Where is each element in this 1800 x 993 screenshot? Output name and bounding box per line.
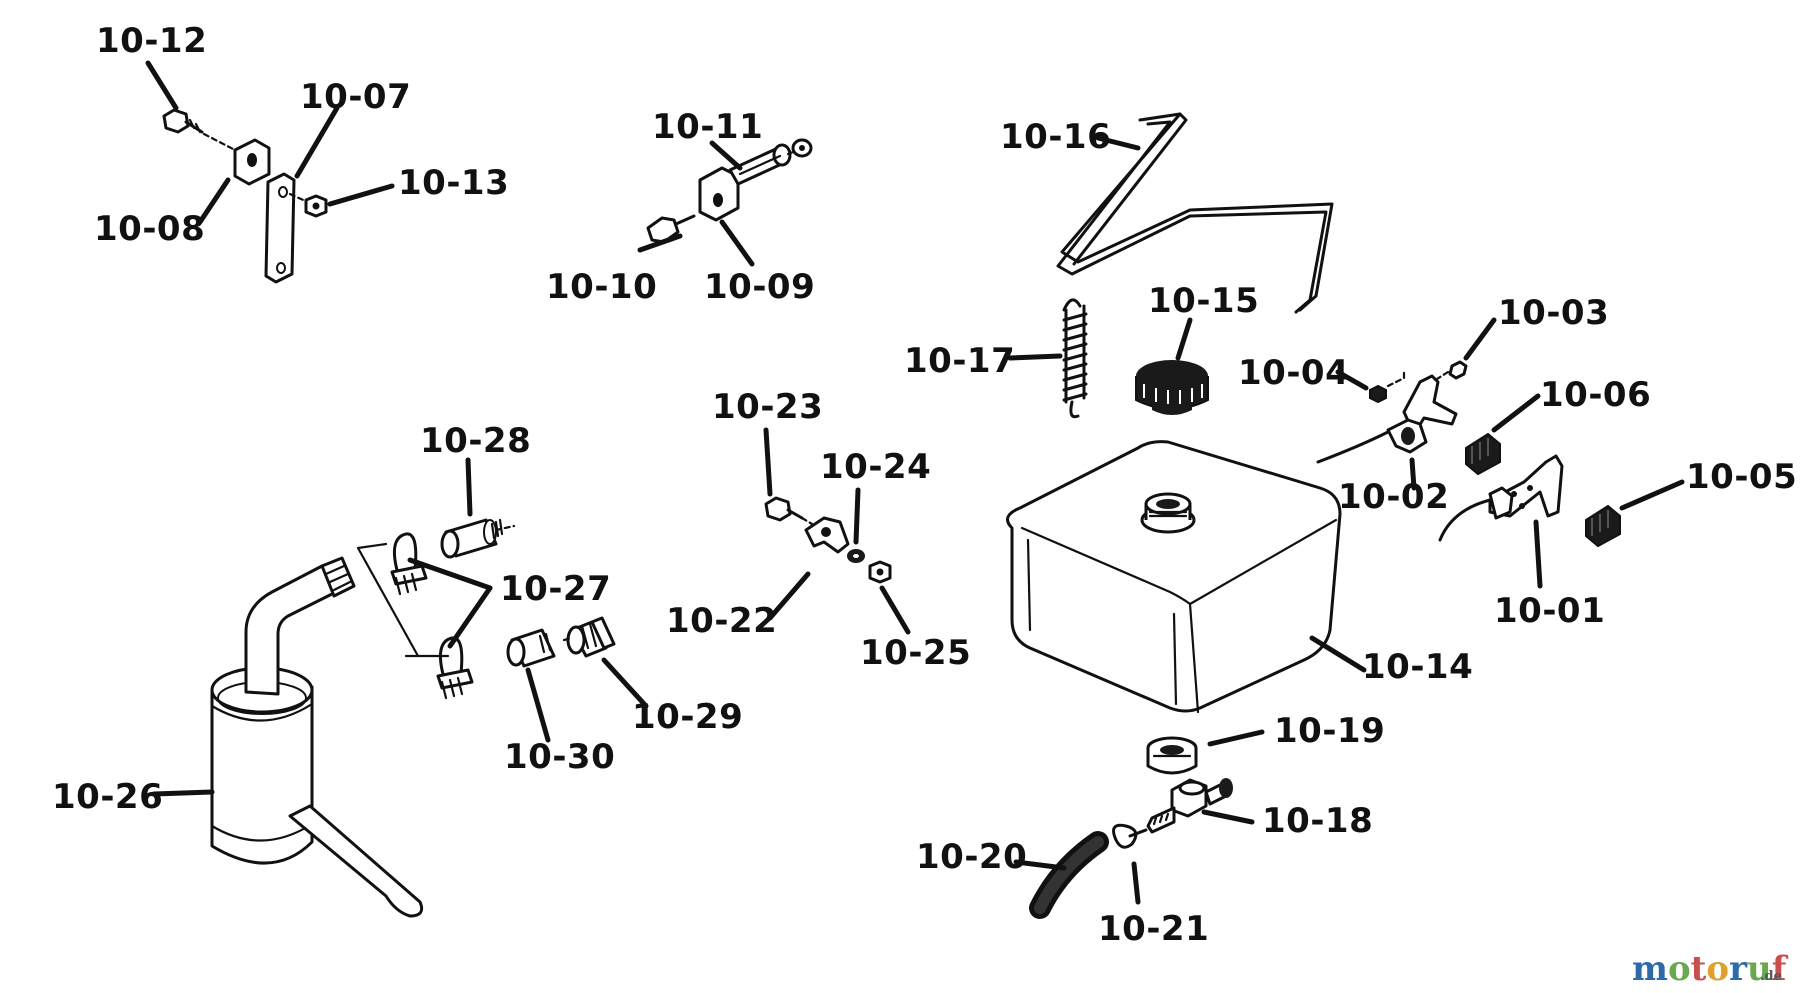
label-10-22: 10-22 [666,601,777,641]
label-10-27: 10-27 [500,569,611,609]
throttle-bracket-10-02-drawing [1316,374,1458,464]
label-10-19: 10-19 [1274,711,1385,751]
fuel-tank-10-14-drawing [1006,440,1367,714]
clip-10-08-drawing [233,138,271,186]
screw-10-12-drawing [162,108,204,134]
spacer-10-11-drawing [728,143,792,186]
label-10-07: 10-07 [300,77,411,117]
tank-neck-drawing [1140,492,1196,534]
washer-drawing [791,138,813,158]
label-10-05: 10-05 [1686,457,1797,497]
nut-10-25-drawing [868,560,892,584]
label-10-10: 10-10 [546,267,657,307]
shutoff-valve-10-18-drawing [1146,778,1233,834]
part-labels: 10-12 10-07 10-13 10-08 10-11 10-10 10-0… [52,21,1797,949]
pipe-nipple-10-30-drawing [506,628,556,668]
label-10-28: 10-28 [420,421,531,461]
spring-10-17-drawing [1062,298,1088,419]
label-10-04: 10-04 [1238,353,1349,393]
label-10-11: 10-11 [652,107,763,147]
screw-10-23-drawing [764,496,804,522]
cable-clamp-group [763,427,911,635]
label-10-17: 10-17 [904,341,1015,381]
label-10-12: 10-12 [96,21,207,61]
fuel-cap-10-15-drawing [1135,317,1209,415]
label-10-29: 10-29 [632,697,743,737]
pipe-fitting-10-29-drawing [566,616,616,658]
label-10-23: 10-23 [712,387,823,427]
label-10-21: 10-21 [1098,909,1209,949]
cable-clamp-10-22-drawing [804,516,850,554]
nut-10-04-drawing [1369,384,1387,404]
washer-10-24-drawing [847,549,865,563]
label-10-18: 10-18 [1262,801,1373,841]
knob-10-05-drawing [1585,504,1621,548]
label-10-02: 10-02 [1338,477,1449,517]
muffler-10-26-drawing [210,556,424,918]
label-10-03: 10-03 [1498,293,1609,333]
screw-10-03-drawing [1448,360,1468,380]
strap-10-07-drawing [264,172,296,284]
svg-text:motoruf: motoruf [1632,949,1789,989]
watermark-logo: motoruf .de [1632,949,1789,989]
label-10-01: 10-01 [1494,591,1605,631]
tank-strap-group [1007,112,1334,419]
muffler-clamp-10-27-lower-drawing [436,636,474,700]
watermark-suffix: .de [1760,969,1782,984]
pipe-nipple-10-28-drawing [440,518,504,559]
bracket-assembly-group [637,138,813,267]
bolt-10-10-drawing [646,214,696,244]
bushing-10-19-drawing [1146,736,1198,775]
throttle-control-10-01-drawing [1438,454,1564,542]
label-10-13: 10-13 [398,163,509,203]
label-10-25: 10-25 [860,633,971,673]
label-10-16: 10-16 [1000,117,1111,157]
knob-10-06-drawing [1465,432,1501,476]
hose-clamp-10-21-drawing [1112,823,1148,849]
bracket-10-09-drawing [698,166,740,222]
fuel-outlet-group [1013,729,1265,919]
label-10-06: 10-06 [1540,375,1651,415]
fuel-line-10-20-drawing [1029,831,1109,919]
strap-assembly-group [145,60,395,284]
muffler-clamp-10-27-upper-drawing [390,532,428,596]
label-10-24: 10-24 [820,447,931,487]
label-10-30: 10-30 [504,737,615,777]
label-10-15: 10-15 [1148,281,1259,321]
throttle-group [1316,317,1685,589]
label-10-08: 10-08 [94,209,205,249]
label-10-14: 10-14 [1362,647,1473,687]
nut-10-13-drawing [304,194,328,218]
muffler-group [151,457,649,918]
label-10-20: 10-20 [916,837,1027,877]
label-10-09: 10-09 [704,267,815,307]
label-10-26: 10-26 [52,777,163,817]
